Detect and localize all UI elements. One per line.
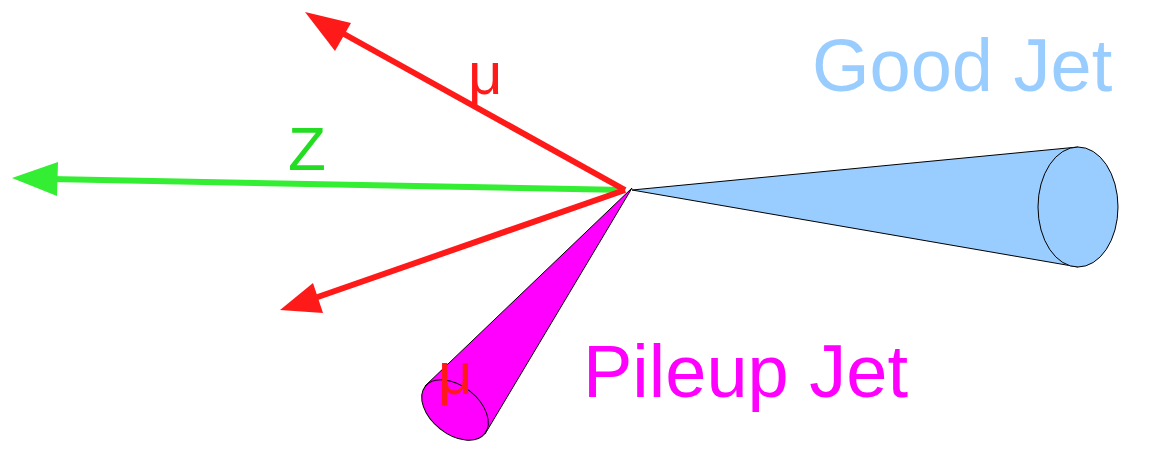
jet-cone-body xyxy=(632,147,1078,267)
arrow-shaft xyxy=(335,29,625,190)
good-jet-cone xyxy=(632,147,1118,267)
arrow-head xyxy=(280,283,323,313)
jet-label: Pileup Jet xyxy=(583,335,908,409)
particle-label: Z xyxy=(288,118,326,180)
arrow-head xyxy=(305,12,351,51)
jet-cone-mouth xyxy=(1038,147,1118,267)
muon-arrow xyxy=(305,12,625,190)
pileup-jet-cone xyxy=(410,188,632,452)
particle-label: μ xyxy=(468,44,503,104)
arrow-head xyxy=(12,162,58,196)
arrow-shaft xyxy=(50,179,625,190)
particle-label: μ xyxy=(438,344,473,404)
jet-label: Good Jet xyxy=(812,29,1112,103)
